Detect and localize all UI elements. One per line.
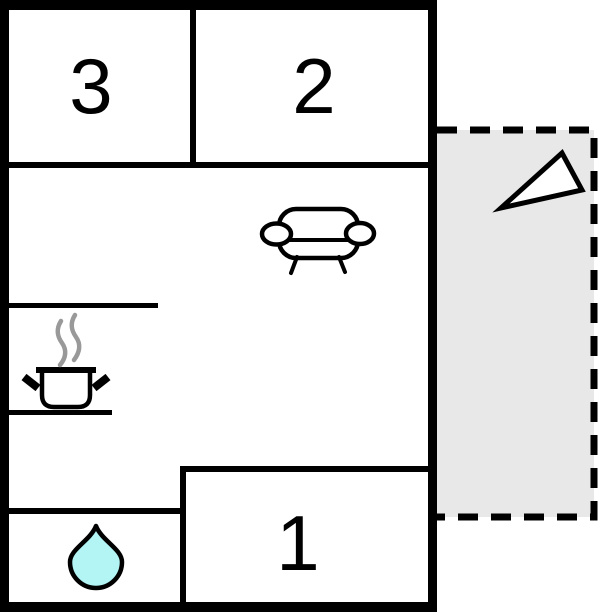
wall-outer-bottom [0,602,437,612]
wall-room1-top [180,466,437,472]
kitchen-counter-upper-line [0,303,158,308]
pot-handle-left [21,373,41,392]
kitchen-counter-lower-line [0,410,112,415]
sofa-armrest-left [259,221,294,247]
sofa-leg-left [289,255,299,275]
sofa-icon [259,206,377,275]
wall-bathroom [0,508,186,514]
steam-line-left [55,318,68,368]
room-1-label: 1 [276,499,319,587]
wall-main-horizontal [0,162,437,168]
terrace-area-group [437,126,598,521]
sofa-armrest-right [343,220,377,247]
wall-room1-left [180,466,186,612]
wall-outer-right [428,0,437,612]
wall-bedroom-divider [190,0,196,168]
water-drop-icon [67,523,125,591]
steam-lines [55,312,82,368]
direction-arrow-icon [492,149,586,213]
sofa-leg-right [337,255,347,274]
pot-body [39,370,93,410]
terrace-area [437,126,598,521]
room-2-label: 2 [292,42,335,130]
room-3-label: 3 [69,42,112,130]
pot-handle-right [91,373,111,392]
walls [0,0,437,612]
steam-line-right [69,312,82,363]
wall-outer-top [0,0,437,10]
cooking-pot-icon [21,312,111,410]
